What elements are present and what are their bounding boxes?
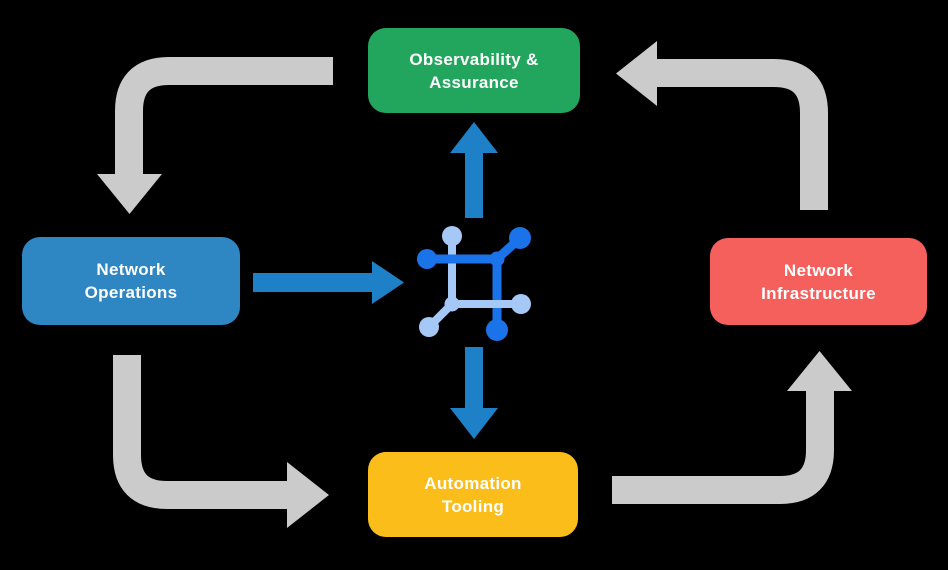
node-label-line: Infrastructure — [761, 283, 876, 303]
icon-node-dot — [419, 317, 439, 337]
node-network-infrastructure: Network Infrastructure — [710, 238, 927, 325]
arrow-shaft — [115, 57, 333, 176]
arrow-automation-to-infrastructure — [612, 351, 852, 504]
icon-joint-dot — [444, 296, 460, 312]
icon-joint-dot — [489, 251, 505, 267]
arrow-center-to-observability — [450, 122, 498, 218]
node-label-line: Network — [783, 260, 854, 280]
arrow-infrastructure-to-observability — [616, 41, 828, 210]
arrow-observability-to-operations — [97, 57, 333, 214]
arrow-head-up-icon — [787, 351, 852, 391]
arrow-head-up-icon — [450, 122, 498, 153]
node-label-line: Automation — [424, 473, 522, 493]
node-label-line: Observability & — [409, 49, 539, 69]
arrow-shaft — [655, 59, 828, 210]
icon-node-dot — [442, 226, 462, 246]
arrow-head-left-icon — [616, 41, 657, 106]
arrow-head-right-icon — [372, 261, 404, 304]
arrow-head-down-icon — [450, 408, 498, 439]
arrow-operations-to-center — [253, 261, 404, 304]
node-label-line: Operations — [84, 283, 178, 302]
network-automation-icon — [417, 226, 531, 341]
node-label-line: Assurance — [429, 72, 519, 92]
arrow-head-down-icon — [97, 174, 162, 214]
node-observability-assurance: Observability & Assurance — [368, 28, 580, 113]
icon-node-dot — [486, 319, 508, 341]
arrow-head-right-icon — [287, 462, 329, 528]
icon-node-dot — [417, 249, 437, 269]
icon-node-dot — [511, 294, 531, 314]
arrow-operations-to-automation — [113, 355, 329, 528]
arrow-shaft — [612, 390, 834, 504]
icon-node-dot — [509, 227, 531, 249]
node-label-line: Network — [96, 260, 166, 279]
node-automation-tooling: Automation Tooling — [368, 452, 578, 537]
node-network-operations: Network Operations — [22, 237, 240, 325]
arrow-shaft — [113, 355, 289, 509]
node-label-line: Tooling — [441, 496, 505, 516]
arrow-center-to-automation — [450, 347, 498, 439]
